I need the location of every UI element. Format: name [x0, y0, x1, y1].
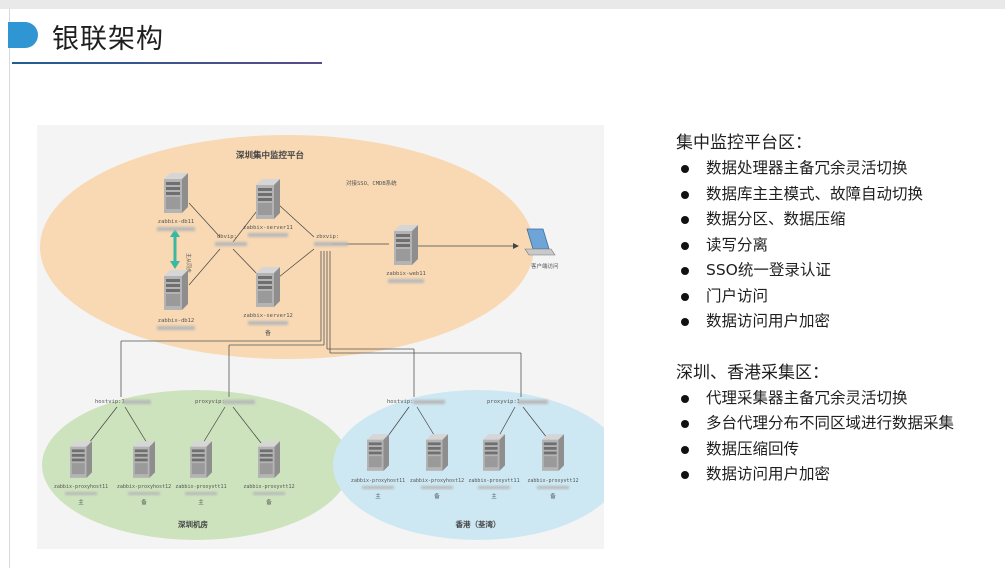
sz-hostvip-redacted [123, 400, 151, 404]
hk-proxy4-icon [542, 434, 564, 471]
list-item: 数据访问用户加密 [676, 309, 1001, 335]
hk-proxy3-role: 主 [491, 492, 497, 500]
hk-proxy3-ip [478, 486, 510, 489]
sz-proxy3-label: zabbix-proxyvtt11 [175, 484, 226, 490]
server1-ip-redacted [248, 233, 288, 237]
sz-proxy3-icon [190, 441, 212, 478]
sz-proxy4-icon [258, 441, 280, 478]
hk-proxy1-label: zabbix-proxyhost11 [351, 478, 405, 484]
hk-proxy2-icon [426, 434, 448, 471]
central-zone-label: 深圳集中监控平台 [236, 150, 305, 161]
dbvip-redacted [215, 242, 247, 246]
hk-proxy4-ip [537, 486, 569, 489]
sz-proxyvip-label: proxyvip: [195, 399, 225, 405]
sz-proxy3-ip [185, 492, 217, 495]
list-item: 数据分区、数据压缩 [676, 207, 1001, 233]
server1-label: zabbix-server11 [243, 225, 293, 231]
list-item: 数据库主主模式、故障自动切换 [676, 182, 1001, 208]
dbvip-label: dbvip: [217, 234, 237, 240]
diagram-svg: 深圳集中监控平台 深圳机房 香港（荃湾） 主从同步 zabbix-db11 za… [40, 135, 604, 540]
zbxvip-label: zbxvip: [316, 234, 339, 240]
client-label: 客户端访问 [531, 262, 559, 270]
sync-label: 主从同步 [185, 253, 192, 273]
sz-proxy2-label: zabbix-proxyhost12 [117, 484, 171, 490]
db2-label: zabbix-db12 [158, 318, 194, 324]
list-item: 数据访问用户加密 [676, 462, 1001, 488]
db1-label: zabbix-db11 [158, 219, 194, 225]
sz-hostvip-label: hostvip:1 [95, 399, 125, 405]
sz-proxy1-ip [65, 492, 97, 495]
slide-left-border [9, 9, 10, 568]
db2-server-icon [164, 270, 188, 310]
hk-proxy3-label: zabbix-proxyvtt11 [468, 478, 519, 484]
web-server-icon [394, 225, 418, 265]
title-marker [8, 22, 38, 48]
sso-note: 对接SSO、CMDB系统 [346, 179, 397, 187]
list-item: 数据压缩回传 [676, 437, 1001, 463]
hk-proxy4-label: zabbix-proxyvtt12 [527, 478, 578, 484]
sz-proxy2-icon [133, 441, 155, 478]
web-ip-redacted [388, 279, 424, 283]
client-laptop-icon [524, 228, 556, 256]
shenzhen-zone-label: 深圳机房 [178, 519, 208, 529]
sz-proxy4-label: zabbix-proxyvtt12 [243, 484, 294, 490]
db-sync-arrow [170, 229, 180, 269]
hk-proxy4-role: 备 [550, 492, 556, 500]
list-item: 多台代理分布不同区域进行数据采集 [676, 411, 1001, 437]
collection-feature-list: 代理采集器主备冗余灵活切换 多台代理分布不同区域进行数据采集 数据压缩回传 数据… [676, 386, 1001, 488]
db2-ip-redacted [157, 326, 195, 330]
list-item: 代理采集器主备冗余灵活切换 [676, 386, 1001, 412]
trunk-links [120, 251, 522, 397]
sz-proxy4-ip [253, 492, 285, 495]
architecture-diagram: 深圳集中监控平台 深圳机房 香港（荃湾） 主从同步 zabbix-db11 za… [37, 125, 604, 549]
hk-hostvip-redacted [413, 400, 445, 404]
hk-proxy1-role: 主 [375, 492, 381, 500]
hk-proxy1-ip [362, 486, 394, 489]
list-item: 读写分离 [676, 233, 1001, 259]
section-heading-collection: 深圳、香港采集区： [676, 362, 829, 383]
hk-proxyvip-label: proxyvip:1 [487, 399, 520, 405]
central-zone [40, 135, 534, 359]
section-heading-central: 集中监控平台区： [676, 133, 812, 153]
server2-icon [256, 267, 280, 307]
sz-proxy2-role: 备 [141, 498, 147, 506]
db1-server-icon [164, 173, 188, 213]
title-underline [12, 62, 322, 64]
list-item: 门户访问 [676, 284, 1001, 310]
central-links [188, 202, 519, 286]
list-item: SSO统一登录认证 [676, 258, 1001, 284]
server2-ip-redacted [248, 321, 288, 325]
hongkong-zone-label: 香港（荃湾） [455, 519, 501, 529]
hk-proxyvip-redacted [518, 400, 548, 404]
sz-proxy1-label: zabbix-proxyhost11 [54, 484, 108, 490]
zbxvip-redacted [314, 242, 348, 246]
hk-proxy2-ip [421, 486, 453, 489]
server1-icon [256, 179, 280, 219]
db1-ip-redacted [157, 227, 195, 231]
sz-proxy4-role: 备 [266, 498, 272, 506]
page-title: 银联架构 [52, 24, 164, 55]
slide-top-border [0, 0, 1005, 9]
server2-label: zabbix-server12 [243, 313, 293, 319]
sz-proxy3-role: 主 [198, 498, 204, 506]
hk-proxy2-role: 备 [434, 492, 440, 500]
sz-proxy1-icon [70, 441, 92, 478]
hongkong-zone [333, 390, 604, 540]
feature-text-panel: 集中监控平台区： 数据处理器主备冗余灵活切换 数据库主主模式、故障自动切换 数据… [676, 131, 1001, 488]
central-feature-list: 数据处理器主备冗余灵活切换 数据库主主模式、故障自动切换 数据分区、数据压缩 读… [676, 156, 1001, 335]
sz-proxyvip-redacted [223, 400, 255, 404]
hk-proxy1-icon [367, 434, 389, 471]
hk-proxy3-icon [483, 434, 505, 471]
sz-proxy2-ip [128, 492, 160, 495]
sz-proxy-links [88, 406, 262, 444]
server2-role: 备 [265, 329, 271, 337]
hk-proxy2-label: zabbix-proxyhost12 [410, 478, 464, 484]
sz-proxy1-role: 主 [78, 498, 84, 506]
web-label: zabbix-web11 [386, 271, 426, 277]
list-item: 数据处理器主备冗余灵活切换 [676, 156, 1001, 182]
hk-hostvip-label: hostvip: [387, 399, 414, 405]
